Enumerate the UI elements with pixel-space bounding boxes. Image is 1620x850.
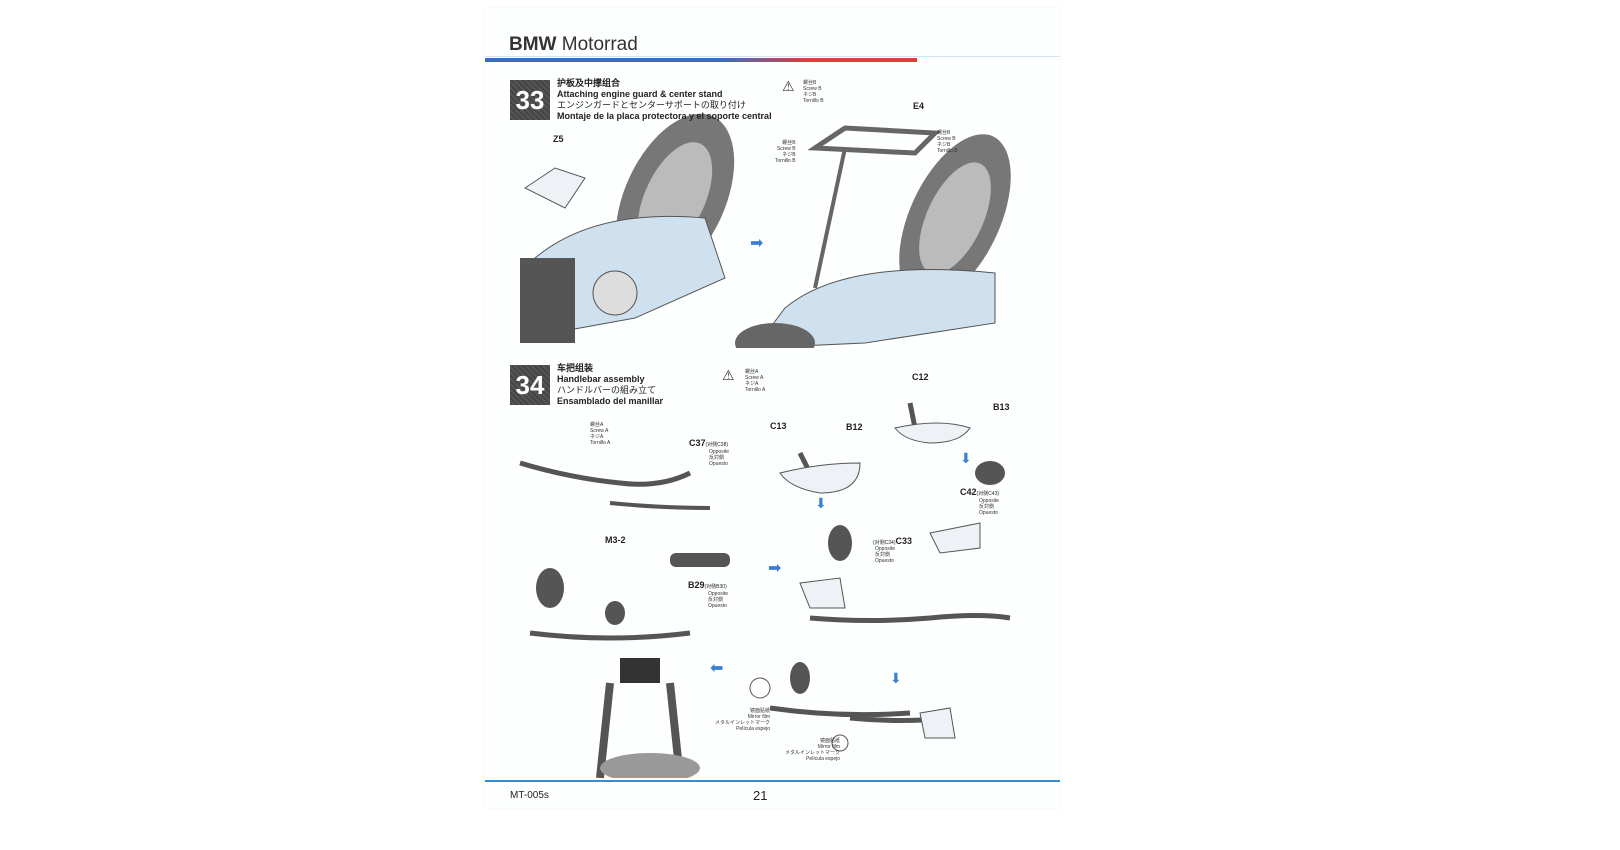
part-label-b29: B29(对侧B30) bbox=[688, 580, 727, 590]
part-label-c37: C37(对侧C38) bbox=[689, 438, 729, 448]
step-34-badge: 34 bbox=[510, 365, 550, 405]
step-34-illustration: ➡ ⬇ ⬇ ⬇ ⬅ bbox=[519, 402, 1011, 778]
part-label-b13: B13 bbox=[993, 402, 1010, 412]
footer-rule bbox=[485, 780, 1060, 782]
svg-text:⬅: ⬅ bbox=[710, 660, 723, 677]
svg-text:➡: ➡ bbox=[768, 560, 781, 577]
header-rule bbox=[485, 56, 1060, 57]
warning-icon: ⚠ bbox=[722, 367, 735, 383]
part-label-z5: Z5 bbox=[553, 134, 564, 144]
part-label-c42: C42(对侧C43) bbox=[960, 487, 1000, 497]
part-label-c12: C12 bbox=[912, 372, 929, 382]
part-label-c33: (对侧C34)C33 bbox=[873, 536, 913, 546]
model-number: MT-005s bbox=[510, 790, 549, 801]
step-33-illustration: ➡ bbox=[520, 113, 1011, 348]
svg-text:⬇: ⬇ bbox=[890, 670, 902, 686]
page-number: 21 bbox=[753, 788, 768, 803]
part-label-b12: B12 bbox=[846, 422, 863, 432]
brand-logo: BMW Motorrad bbox=[509, 34, 638, 55]
header-color-bar bbox=[485, 58, 917, 62]
warning-icon: ⚠ bbox=[782, 78, 795, 94]
svg-text:⬇: ⬇ bbox=[815, 495, 827, 511]
step-33-badge: 33 bbox=[510, 80, 550, 120]
part-label-c13: C13 bbox=[770, 421, 787, 431]
svg-text:⬇: ⬇ bbox=[960, 450, 972, 466]
part-label-e4: E4 bbox=[913, 101, 925, 111]
svg-text:➡: ➡ bbox=[750, 235, 763, 252]
part-label-m3-2: M3-2 bbox=[605, 535, 626, 545]
